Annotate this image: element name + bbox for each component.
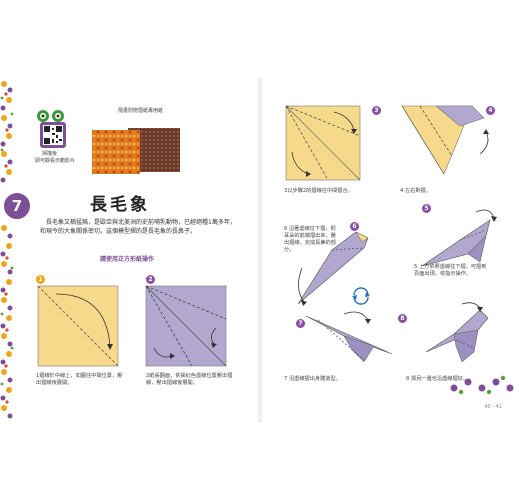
step-5-caption: 5 上方依照虛線往下摺，可摺到頁面出現，依指示操作。 — [414, 264, 487, 277]
step-4-caption: 4 左右對摺。 — [400, 188, 431, 194]
step-6-diagram — [297, 231, 369, 306]
intro-text: 長毛象又稱猛獁，是歐亞與北美洲的史前哺乳動物，已經絕種1萬多年，和現今的大象關係… — [40, 219, 236, 235]
step-6-caption: 6 沿著虛線往下摺，把耳朵的前端摺出來，壓出摺線，完成長鼻的部分。 — [284, 226, 336, 253]
qr-caption-line2: 即可觀看示範影片 — [35, 158, 76, 164]
left-page: 掃描後 即可觀看示範影片 隨書附贈摺紙專用紙 7 長毛象 長毛象又稱猛獁，是歐亞… — [0, 78, 258, 423]
step-4-diagram — [401, 105, 489, 175]
step-8-number: 8 — [398, 314, 407, 323]
book-spread: 掃描後 即可觀看示範影片 隨書附贈摺紙專用紙 7 長毛象 長毛象又稱猛獁，是歐亞… — [0, 78, 520, 423]
right-page: 3 3以步驟2的摺線往中間摺合。 4 4 左右對摺。 6 沿著虛線往下摺，把耳朵… — [262, 78, 520, 423]
step-1-number: 1 — [36, 275, 45, 284]
step-7-caption: 7 沿虛線摺出身體造型。 — [284, 376, 341, 382]
paper-instruction-subhead: 請使用正方形紙操作 — [100, 256, 155, 263]
step-5-number: 5 — [422, 204, 431, 213]
origami-paper-samples — [92, 128, 180, 174]
page-numbers: 40 · 41 — [484, 404, 503, 410]
chapter-number-badge: 7 — [2, 191, 32, 221]
step-3-number: 3 — [372, 106, 381, 115]
step-2-caption: 2紙張翻面，依據紅色虛線位置壓出摺線，壓出摺線後展開。 — [146, 373, 233, 386]
step-6-number: 6 — [350, 222, 359, 231]
step-7-number: 7 — [296, 319, 305, 328]
step-5-diagram — [421, 209, 497, 267]
book-gutter — [256, 78, 264, 423]
step-8-diagram — [425, 302, 489, 363]
paper-note: 隨書附贈摺紙專用紙 — [118, 108, 164, 114]
flip-over-icon — [352, 287, 370, 305]
qr-caption-line1: 掃描後 — [42, 151, 58, 157]
step-1-caption: 1摺線於中線上，如圖往中間位置，壓出摺線後展開。 — [36, 373, 123, 386]
step-2-diagram — [145, 285, 227, 367]
page-title: 長毛象 — [90, 195, 150, 215]
step-3-caption: 3以步驟2的摺線往中間摺合。 — [284, 188, 353, 194]
step-4-number: 4 — [486, 106, 495, 115]
paw-prints-decoration — [450, 375, 514, 395]
step-3-diagram — [285, 105, 361, 181]
step-7-diagram — [305, 311, 393, 363]
step-1-diagram — [37, 285, 119, 367]
qr-code[interactable] — [40, 122, 66, 148]
owl-mascot-icon — [37, 110, 64, 122]
step-2-number: 2 — [146, 275, 155, 284]
step-8-caption: 8 與另一邊也沿虛線摺好。 — [406, 376, 469, 382]
floral-border — [0, 78, 14, 423]
